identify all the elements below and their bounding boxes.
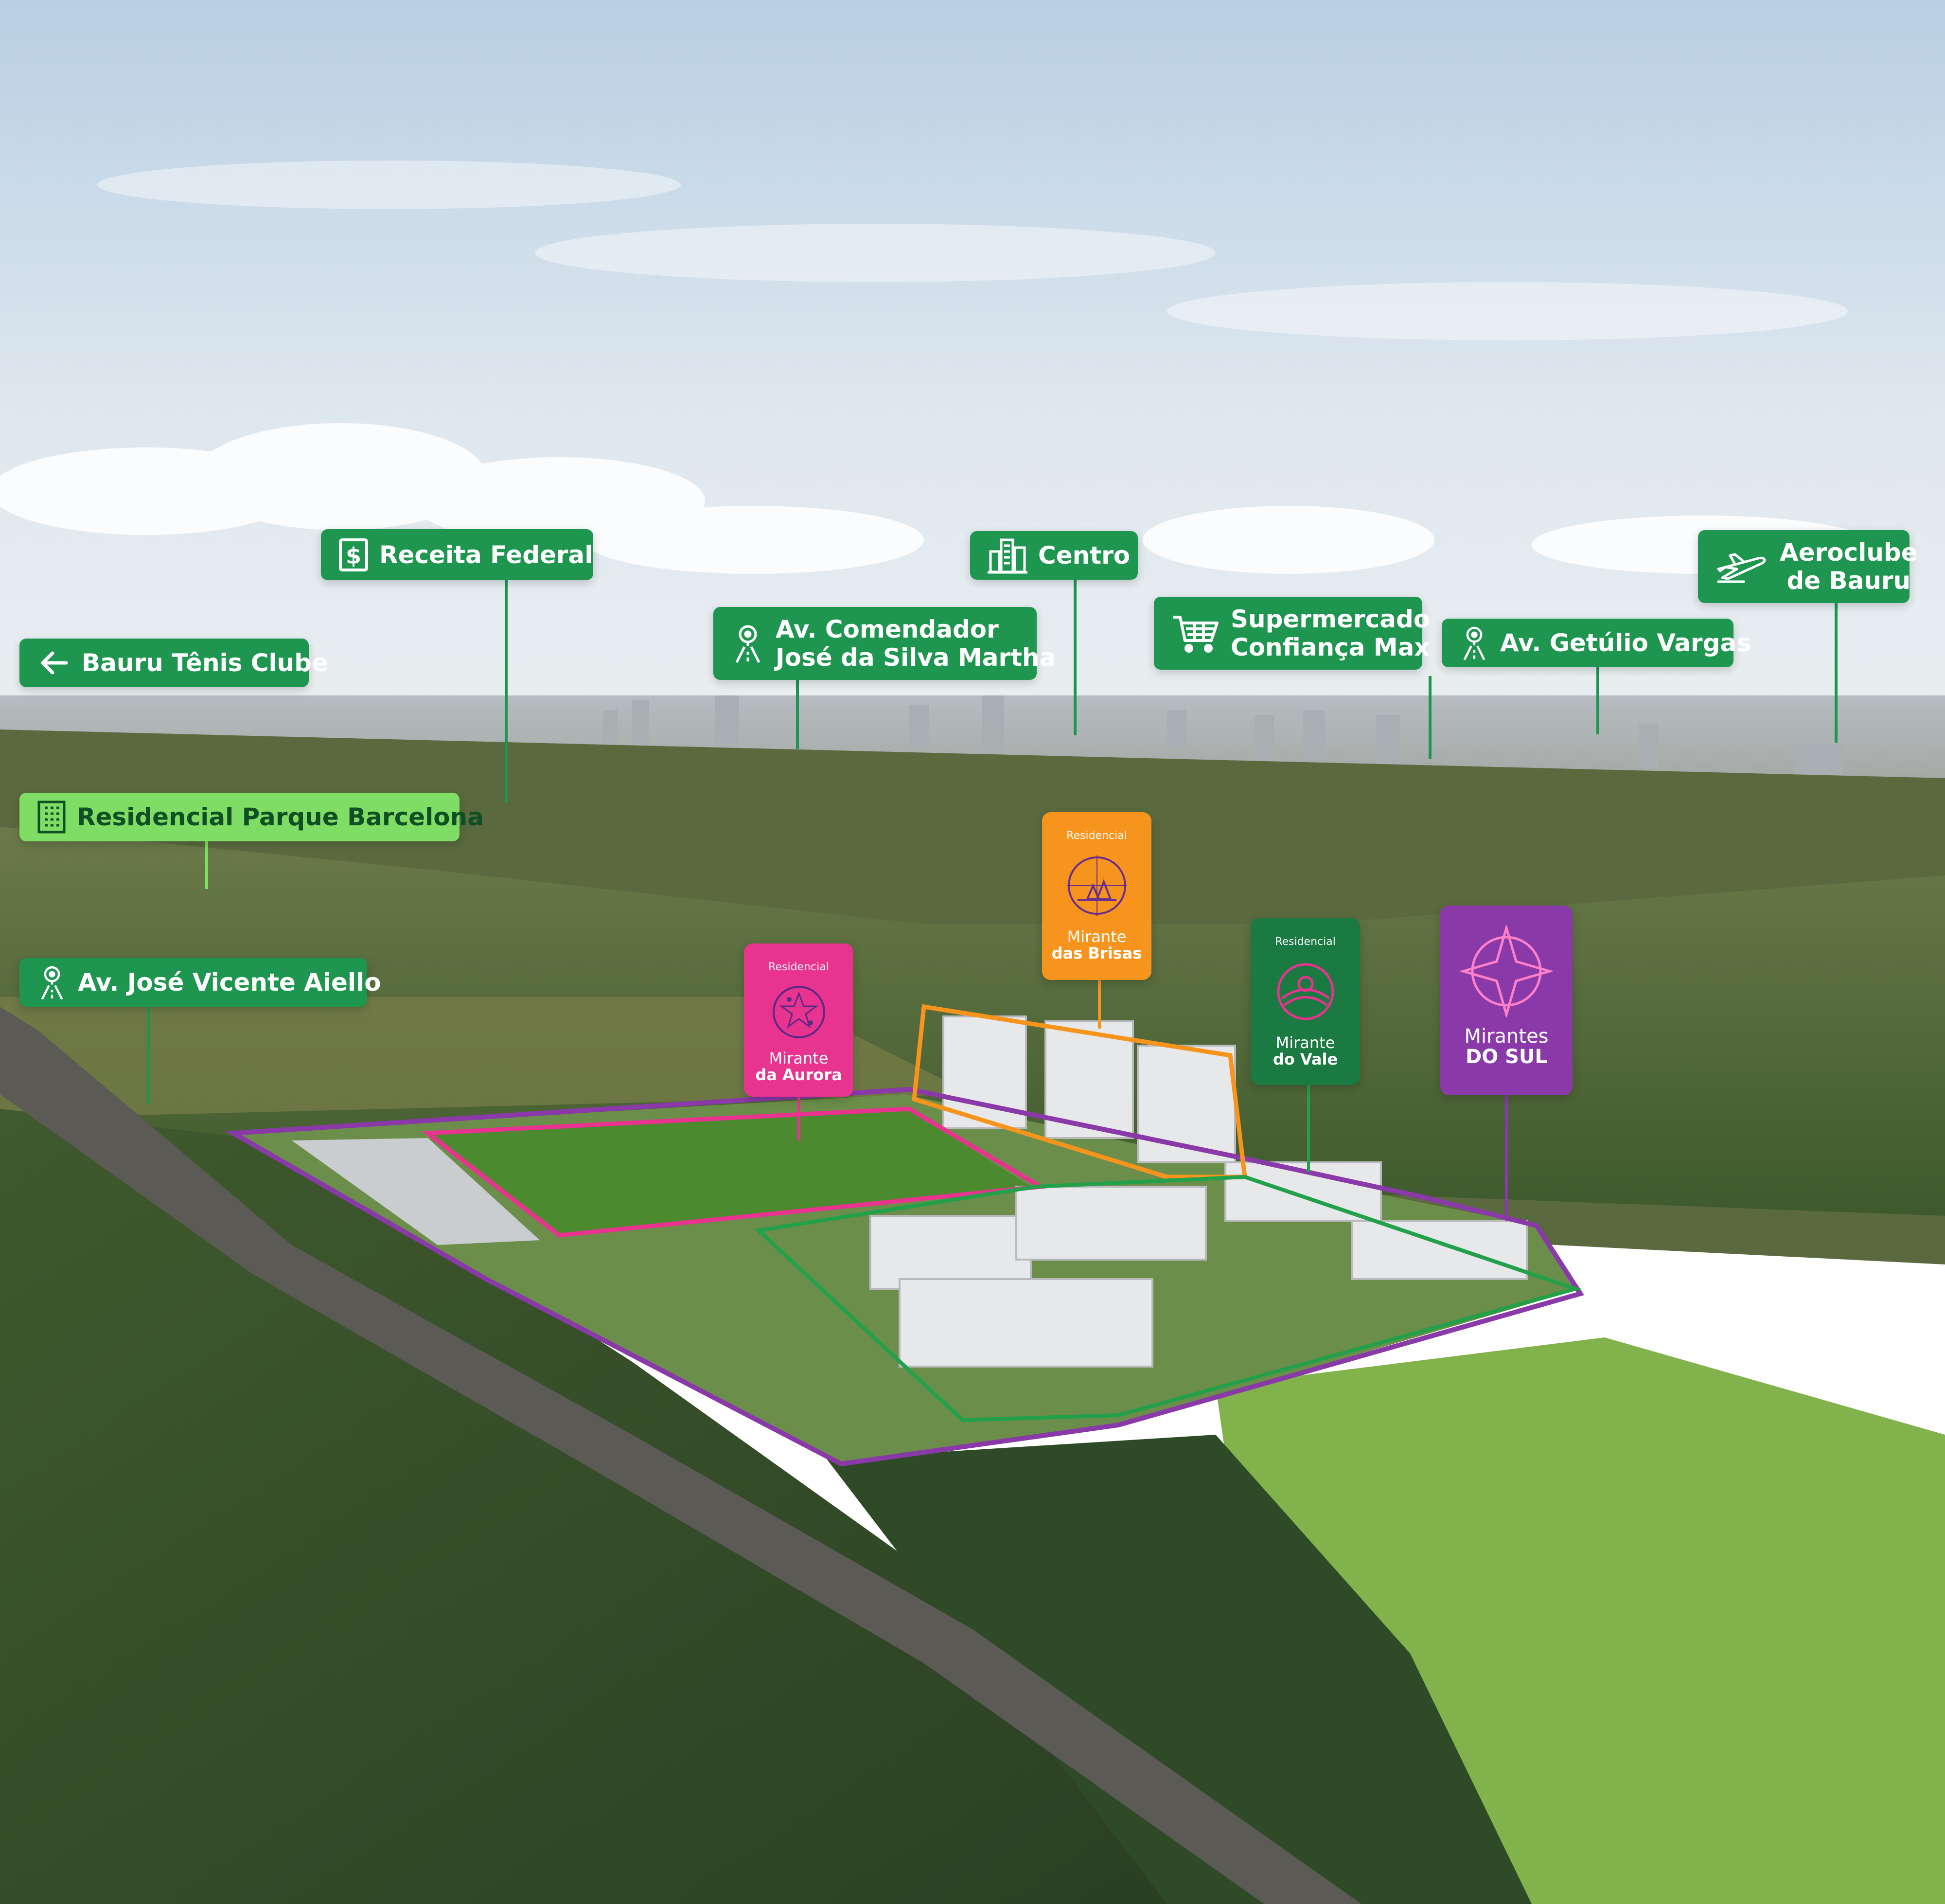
label-text-line2: Confiança Max: [1231, 633, 1430, 661]
badge-mirante-da-aurora: Residencial Mirante da Aurora: [744, 943, 853, 1097]
badge-name-line2: DO SUL: [1466, 1046, 1547, 1068]
badge-kicker: Residencial: [768, 961, 829, 973]
label-text: Residencial Parque Barcelona: [77, 803, 484, 831]
road-pin-icon: [37, 964, 67, 1000]
badge-name-line2: das Brisas: [1051, 944, 1142, 962]
buildings: [869, 1015, 1528, 1368]
label-text: Receita Federal: [379, 540, 593, 569]
road-pin-icon: [1459, 625, 1489, 661]
leader-receita: [505, 574, 508, 802]
label-text-line1: Av. Comendador: [776, 615, 999, 643]
building-icon: [37, 800, 66, 834]
label-text: Av. Getúlio Vargas: [1500, 629, 1751, 657]
badge-kicker: Residencial: [1275, 936, 1336, 948]
outline-mirante-do-vale: [754, 1174, 1582, 1423]
badge-name-line1: Mirante: [769, 1049, 829, 1068]
label-text: Av. José Vicente Aiello: [78, 968, 381, 996]
plane-icon: [1715, 550, 1769, 584]
label-text: Bauru Tênis Clube: [82, 649, 328, 677]
badge-kicker: Residencial: [1066, 830, 1127, 842]
label-centro: Centro: [970, 531, 1138, 580]
badge-mirante-das-brisas: Residencial Mirante das Brisas: [1042, 812, 1151, 980]
cart-icon: [1171, 613, 1220, 653]
label-text-line2: de Bauru: [1786, 567, 1911, 595]
cemetery-field: [1216, 1337, 1945, 1904]
leader-centro: [1074, 577, 1077, 735]
leader-barcelona: [205, 840, 208, 889]
dollar-icon: $: [338, 538, 369, 572]
valley-logo-icon: [1272, 958, 1340, 1028]
outline-mirantes-do-sul: [225, 1086, 1584, 1467]
label-bauru-tenis-clube: Bauru Tênis Clube: [19, 639, 328, 687]
label-text-line1: Supermercado: [1231, 605, 1431, 633]
city-icon: [988, 537, 1027, 574]
sky: [0, 0, 1945, 705]
badge-name-line1: Mirante: [1067, 927, 1127, 946]
label-residencial-parque-barcelona: Residencial Parque Barcelona: [19, 793, 484, 841]
leader-brisas: [1098, 980, 1101, 1029]
arrow-left-icon: [37, 648, 71, 677]
leader-aeroclube: [1835, 602, 1838, 743]
label-receita-federal: $ Receita Federal: [321, 529, 593, 580]
badge-mirante-do-vale: Residencial Mirante do Vale: [1251, 918, 1360, 1085]
leader-aiello: [147, 1007, 150, 1104]
label-av-getulio-vargas: Av. Getúlio Vargas: [1442, 619, 1751, 667]
trees-logo-icon: [1063, 852, 1131, 922]
label-aeroclube: Aeroclube de Bauru: [1698, 530, 1918, 603]
road-pin-icon: [731, 623, 765, 663]
field: [0, 997, 972, 1119]
leader-vale: [1307, 1085, 1310, 1172]
pond: [292, 1138, 540, 1245]
clouds: [0, 160, 1872, 574]
label-text-line2: José da Silva Martha: [776, 643, 1056, 672]
compass-logo-icon: [1459, 924, 1554, 1019]
lawn: [428, 1109, 1031, 1235]
label-av-jose-vicente-aiello: Av. José Vicente Aiello: [19, 958, 381, 1007]
forest: [0, 1109, 1216, 1904]
label-av-comendador: Av. Comendador José da Silva Martha: [713, 607, 1056, 680]
badge-name-line2: da Aurora: [755, 1066, 842, 1084]
leader-supermercado: [1429, 676, 1432, 759]
svg-text:$: $: [346, 543, 361, 569]
label-text: Centro: [1038, 541, 1131, 569]
badge-mirantes-do-sul: Mirantes DO SUL: [1440, 906, 1573, 1095]
road: [0, 1007, 1362, 1904]
label-text-line1: Aeroclube: [1780, 538, 1918, 567]
leader-comendador: [796, 678, 799, 749]
leader-getulio: [1596, 666, 1599, 734]
badge-name-line1: Mirantes: [1464, 1025, 1549, 1048]
leader-aurora: [797, 1097, 800, 1140]
badge-name-line1: Mirante: [1275, 1033, 1335, 1052]
leader-sul: [1505, 1094, 1508, 1221]
stars-logo-icon: [770, 983, 828, 1043]
badge-name-line2: do Vale: [1273, 1050, 1338, 1068]
label-supermercado: Supermercado Confiança Max: [1154, 597, 1430, 670]
